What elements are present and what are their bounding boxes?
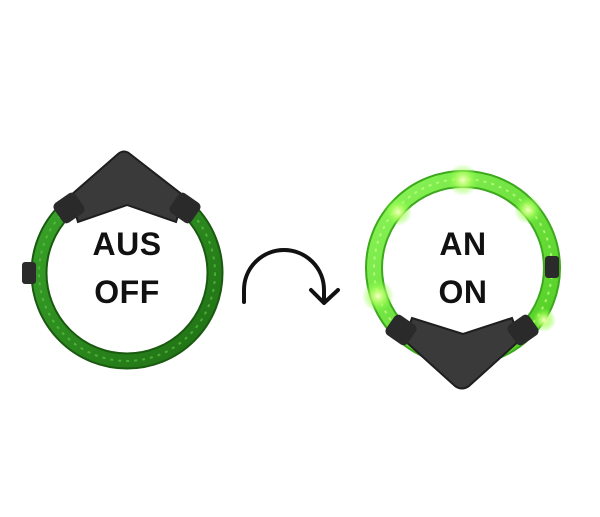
side-clip-icon: [545, 256, 559, 278]
collar-on: [362, 164, 561, 390]
led-glow-icon: [447, 164, 479, 196]
curved-arrow-icon: [242, 248, 340, 305]
light-housing-icon: [402, 316, 522, 390]
on-label-english: ON: [438, 274, 488, 310]
led-glow-icon: [384, 198, 412, 226]
off-label-german: AUS: [92, 226, 162, 262]
led-glow-icon: [532, 308, 556, 332]
on-label-german: AN: [439, 226, 487, 262]
led-glow-icon: [514, 196, 542, 224]
collar-off: [22, 150, 224, 370]
off-label-english: OFF: [94, 274, 160, 310]
light-housing-icon: [68, 150, 186, 224]
side-clip-icon: [22, 262, 36, 284]
led-glow-icon: [362, 280, 394, 312]
